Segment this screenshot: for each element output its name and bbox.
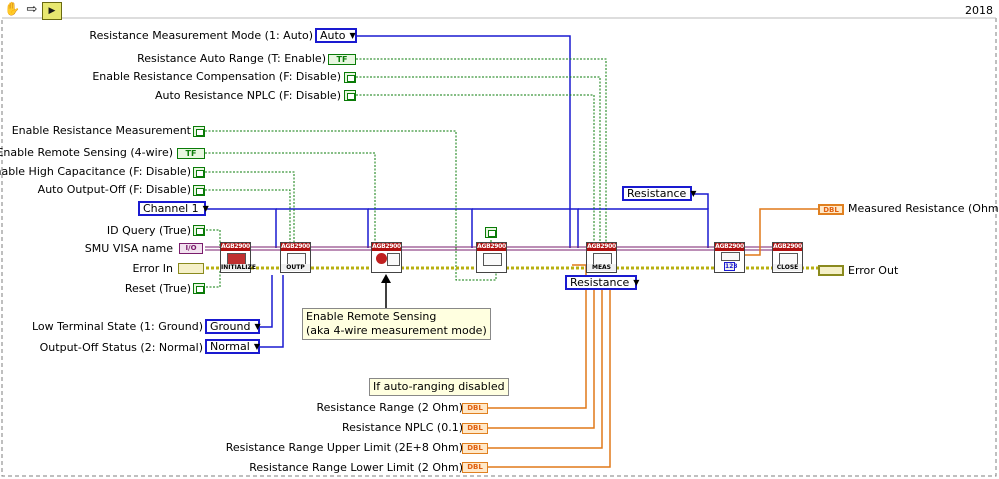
note-line-1: Enable Remote Sensing bbox=[306, 310, 437, 323]
error-out-label: Error Out bbox=[848, 264, 899, 277]
remote-sensing-control[interactable]: TF bbox=[177, 148, 205, 159]
error-in-label: Error In bbox=[132, 262, 173, 275]
res-lower-label: Resistance Range Lower Limit (2 Ohm) bbox=[249, 461, 463, 474]
node-caption: OUTP bbox=[281, 264, 310, 271]
remote-sensing-node[interactable]: AGB2900 bbox=[371, 242, 402, 273]
close-node[interactable]: AGB2900 CLOSE bbox=[772, 242, 803, 273]
node-band: AGB2900 bbox=[281, 243, 310, 251]
resistance-autorange-label: Resistance Auto Range (T: Enable) bbox=[137, 52, 326, 65]
measure-node[interactable]: AGB2900 MEAS bbox=[586, 242, 617, 273]
resistance-comp-label: Enable Resistance Compensation (F: Disab… bbox=[92, 70, 341, 83]
remote-sensing-label: Enable Remote Sensing (4-wire) bbox=[0, 146, 173, 159]
reset-label: Reset (True) bbox=[124, 282, 191, 295]
node-band: AGB2900 bbox=[221, 243, 250, 251]
arrow-icon[interactable]: ⇨ bbox=[26, 2, 38, 17]
meas-selector-value: Resistance bbox=[627, 187, 687, 200]
resistance-autorange-control[interactable]: TF bbox=[328, 54, 356, 65]
id-query-control[interactable] bbox=[193, 225, 205, 236]
dropdown-arrow-icon: ▼ bbox=[253, 342, 260, 351]
high-cap-label: Enable High Capacitance (F: Disable) bbox=[0, 165, 191, 178]
resistance-mode-value: Auto bbox=[320, 29, 346, 42]
error-out-indicator bbox=[818, 265, 844, 276]
resistance-mode-label: Resistance Measurement Mode (1: Auto) bbox=[89, 29, 313, 42]
node-caption: 123 bbox=[724, 262, 738, 271]
dropdown-arrow-icon: ▼ bbox=[690, 189, 697, 198]
node-caption: MEAS bbox=[587, 264, 616, 271]
node-band: AGB2900 bbox=[715, 243, 744, 251]
meas-selector-constant[interactable]: Resistance▼ bbox=[622, 186, 696, 201]
boolean-wires bbox=[205, 58, 607, 288]
output-config-node[interactable]: AGB2900 OUTP bbox=[280, 242, 311, 273]
note-line-2: (aka 4-wire measurement mode) bbox=[306, 324, 487, 337]
remote-sensing-note: Enable Remote Sensing (aka 4-wire measur… bbox=[302, 308, 491, 340]
auto-output-off-label: Auto Output-Off (F: Disable) bbox=[37, 183, 191, 196]
output-off-status-value: Normal bbox=[210, 340, 250, 353]
node-band: AGB2900 bbox=[587, 243, 616, 251]
node-band: AGB2900 bbox=[773, 243, 802, 251]
res-upper-control[interactable]: DBL bbox=[462, 443, 488, 454]
autorange-note: If auto-ranging disabled bbox=[369, 378, 509, 396]
measured-label: Measured Resistance (Ohms) bbox=[848, 202, 999, 215]
res-upper-label: Resistance Range Upper Limit (2E+8 Ohm) bbox=[225, 441, 463, 454]
hand-icon[interactable]: ✋ bbox=[4, 2, 21, 17]
node-band: AGB2900 bbox=[477, 243, 506, 251]
version-label: 2018 bbox=[965, 4, 993, 17]
high-cap-control[interactable] bbox=[193, 167, 205, 178]
resistance-config-icon bbox=[483, 253, 502, 266]
read-selector-value: Resistance bbox=[570, 276, 630, 289]
glasses-icon bbox=[721, 252, 740, 261]
output-off-status-selector[interactable]: Normal▼ bbox=[205, 339, 260, 354]
auto-nplc-control[interactable] bbox=[344, 90, 356, 101]
resistance-mode-selector[interactable]: Auto▼ bbox=[315, 28, 357, 43]
dropdown-arrow-icon: ▼ bbox=[633, 278, 640, 287]
dbl-wires bbox=[488, 208, 818, 468]
run-icon[interactable]: ▶ bbox=[42, 2, 62, 20]
channel-value: Channel 1 bbox=[143, 202, 199, 215]
res-nplc-control[interactable]: DBL bbox=[462, 423, 488, 434]
auto-nplc-label: Auto Resistance NPLC (F: Disable) bbox=[154, 89, 341, 102]
enable-res-meas-control[interactable] bbox=[193, 126, 205, 137]
auto-output-off-control[interactable] bbox=[193, 185, 205, 196]
dropdown-arrow-icon: ▼ bbox=[254, 322, 261, 331]
visa-name-label: SMU VISA name bbox=[84, 242, 173, 255]
note-arrow bbox=[381, 274, 391, 308]
low-terminal-label: Low Terminal State (1: Ground) bbox=[32, 320, 203, 333]
read-node[interactable]: AGB2900 123 bbox=[714, 242, 745, 273]
warning-icon bbox=[376, 253, 387, 264]
initialize-node[interactable]: AGB2900 INITIALIZE bbox=[220, 242, 256, 273]
res-lower-control[interactable]: DBL bbox=[462, 462, 488, 473]
node-band: AGB2900 bbox=[372, 243, 401, 251]
low-terminal-selector[interactable]: Ground▼ bbox=[205, 319, 261, 334]
read-selector-constant[interactable]: Resistance▼ bbox=[565, 275, 640, 290]
error-in-control[interactable] bbox=[178, 263, 204, 274]
true-constant[interactable] bbox=[485, 227, 497, 238]
res-nplc-label: Resistance NPLC (0.1) bbox=[341, 421, 463, 434]
resistance-config-node[interactable]: AGB2900 bbox=[476, 242, 507, 273]
dropdown-arrow-icon: ▼ bbox=[349, 31, 356, 40]
dropdown-arrow-icon: ▼ bbox=[202, 204, 209, 213]
output-off-status-label: Output-Off Status (2: Normal) bbox=[39, 341, 203, 354]
low-terminal-value: Ground bbox=[210, 320, 251, 333]
node-caption: CLOSE bbox=[773, 264, 802, 271]
id-query-label: ID Query (True) bbox=[106, 224, 191, 237]
enable-res-meas-label: Enable Resistance Measurement bbox=[11, 124, 191, 137]
measured-indicator: DBL bbox=[818, 204, 844, 215]
resistance-comp-control[interactable] bbox=[344, 72, 356, 83]
channel-selector[interactable]: Channel 1▼ bbox=[138, 201, 209, 216]
res-range-control[interactable]: DBL bbox=[462, 403, 488, 414]
node-caption: INITIALIZE bbox=[221, 264, 256, 271]
res-range-label: Resistance Range (2 Ohm) bbox=[316, 401, 463, 414]
network-icon bbox=[387, 253, 400, 266]
reset-control[interactable] bbox=[193, 283, 205, 294]
visa-name-control[interactable]: I/O bbox=[179, 243, 203, 254]
